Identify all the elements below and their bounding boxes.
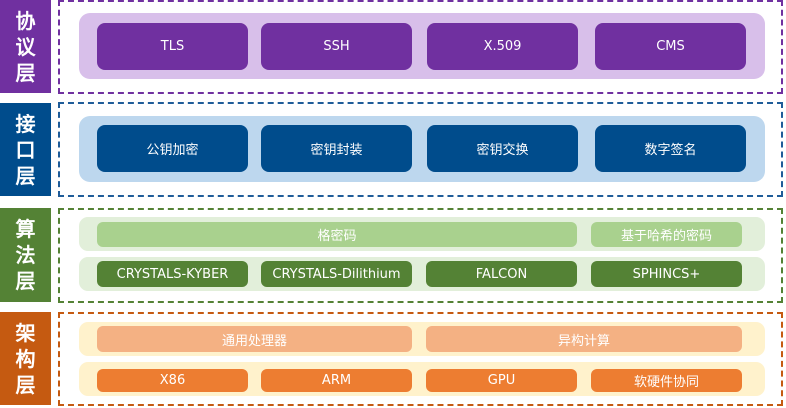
protocol-layer-label: 协 议 层 — [0, 0, 51, 93]
protocol-item-cms[interactable]: CMS — [595, 23, 746, 70]
architecture-item-gpu[interactable]: GPU — [426, 369, 577, 392]
protocol-item-ssh[interactable]: SSH — [261, 23, 412, 70]
architecture-item-x86[interactable]: X86 — [97, 369, 248, 392]
label-char: 协 — [15, 8, 36, 33]
label-char: 法 — [15, 243, 36, 267]
architecture-item-hw-sw-codesign[interactable]: 软硬件协同 — [591, 369, 742, 392]
label-char: 口 — [15, 137, 36, 162]
interface-item-public-key-encryption[interactable]: 公钥加密 — [97, 125, 248, 172]
algorithm-category-hash-based[interactable]: 基于哈希的密码 — [591, 222, 742, 247]
label-char: 议 — [15, 34, 36, 59]
label-char: 层 — [15, 60, 36, 85]
label-char: 算 — [15, 217, 36, 241]
interface-item-key-exchange[interactable]: 密钥交换 — [427, 125, 578, 172]
label-char: 构 — [15, 346, 36, 371]
label-char: 接 — [15, 111, 36, 136]
interface-item-digital-signature[interactable]: 数字签名 — [595, 125, 746, 172]
algorithm-item-kyber[interactable]: CRYSTALS-KYBER — [97, 261, 248, 287]
label-char: 层 — [15, 269, 36, 293]
architecture-item-arm[interactable]: ARM — [261, 369, 412, 392]
architecture-layer-label: 架 构 层 — [0, 312, 51, 405]
architecture-category-general-processor[interactable]: 通用处理器 — [97, 326, 412, 352]
label-char: 层 — [15, 372, 36, 397]
algorithm-layer-label: 算 法 层 — [0, 208, 51, 302]
algorithm-item-dilithium[interactable]: CRYSTALS-Dilithium — [261, 261, 412, 287]
architecture-category-heterogeneous[interactable]: 异构计算 — [426, 326, 742, 352]
algorithm-category-lattice[interactable]: 格密码 — [97, 222, 577, 247]
algorithm-item-falcon[interactable]: FALCON — [426, 261, 577, 287]
interface-item-key-encapsulation[interactable]: 密钥封装 — [261, 125, 412, 172]
protocol-item-tls[interactable]: TLS — [97, 23, 248, 70]
algorithm-item-sphincs[interactable]: SPHINCS+ — [591, 261, 742, 287]
label-char: 层 — [15, 163, 36, 188]
protocol-item-x509[interactable]: X.509 — [427, 23, 578, 70]
interface-layer-label: 接 口 层 — [0, 103, 51, 196]
label-char: 架 — [15, 320, 36, 345]
